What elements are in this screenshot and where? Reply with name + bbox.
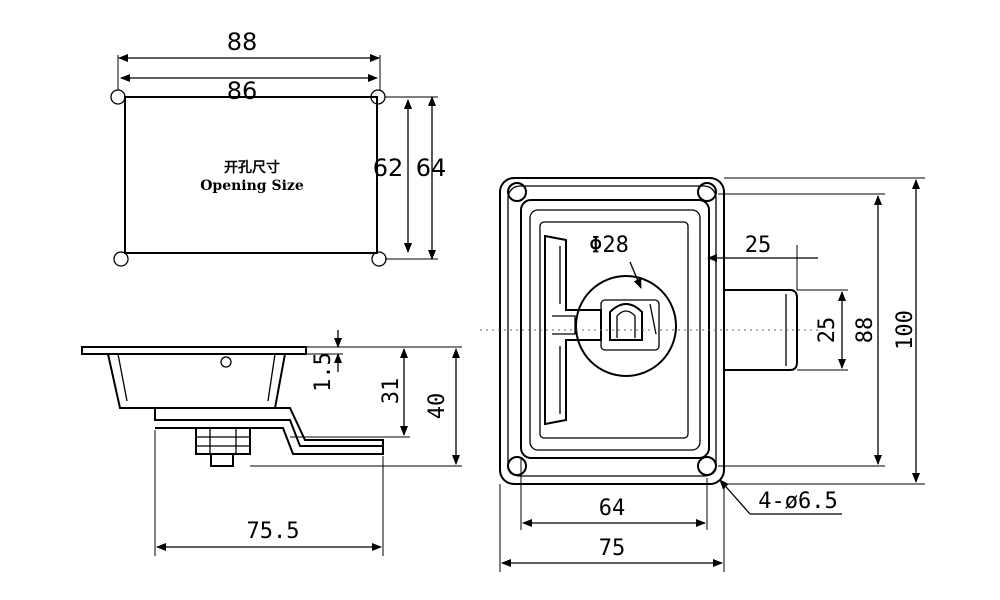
- front-keyhole: [609, 303, 643, 341]
- dim-25-length-label: 25: [745, 233, 772, 258]
- dim-86-label: 86: [227, 77, 258, 105]
- side-nut: [195, 427, 251, 455]
- dim-25-width-label: 25: [815, 317, 840, 344]
- front-cam: [724, 289, 798, 371]
- dim-holes-label: 4-ø6.5: [758, 489, 837, 514]
- side-flange: [81, 346, 307, 355]
- opening-size-label-cn: 开孔尺寸: [224, 159, 280, 176]
- front-hole-bl: [507, 456, 527, 476]
- side-rivet: [220, 356, 232, 368]
- front-hole-tr: [697, 182, 717, 202]
- front-hole-tl: [507, 182, 527, 202]
- side-cam: [154, 408, 384, 455]
- dim-88-label: 88: [227, 28, 258, 56]
- dim-100-label: 100: [893, 310, 918, 350]
- dim-40-label: 40: [425, 393, 450, 420]
- opening-rectangle: [124, 96, 378, 254]
- corner-hole-tl: [110, 89, 126, 105]
- front-recess: [520, 199, 710, 459]
- front-hole-br: [697, 456, 717, 476]
- dim-88-height-label: 88: [853, 317, 878, 344]
- dim-62-label: 62: [373, 154, 404, 182]
- dim-64-width-label: 64: [599, 496, 626, 521]
- opening-size-view: 88 86 62 64 开孔尺寸 Opening Size: [110, 28, 447, 267]
- dim-75-5-label: 75.5: [247, 519, 300, 544]
- dim-1-5-label: 1.5: [311, 352, 336, 392]
- side-bolt: [210, 453, 234, 467]
- dim-64-label: 64: [416, 154, 447, 182]
- front-outer-plate: [499, 177, 725, 485]
- front-view: Φ28 25 25 88 100 64 75 4-ø6.5: [480, 177, 925, 572]
- side-body: [107, 353, 286, 409]
- dim-phi28-label: Φ28: [589, 233, 629, 258]
- dim-31-label: 31: [379, 378, 404, 405]
- opening-size-label-en: Opening Size: [200, 178, 304, 194]
- front-disc: [575, 275, 677, 377]
- side-view: 1.5 31 40 75.5: [81, 330, 462, 556]
- dim-75-label: 75: [599, 536, 626, 561]
- corner-hole-br: [371, 251, 387, 267]
- corner-hole-bl: [113, 251, 129, 267]
